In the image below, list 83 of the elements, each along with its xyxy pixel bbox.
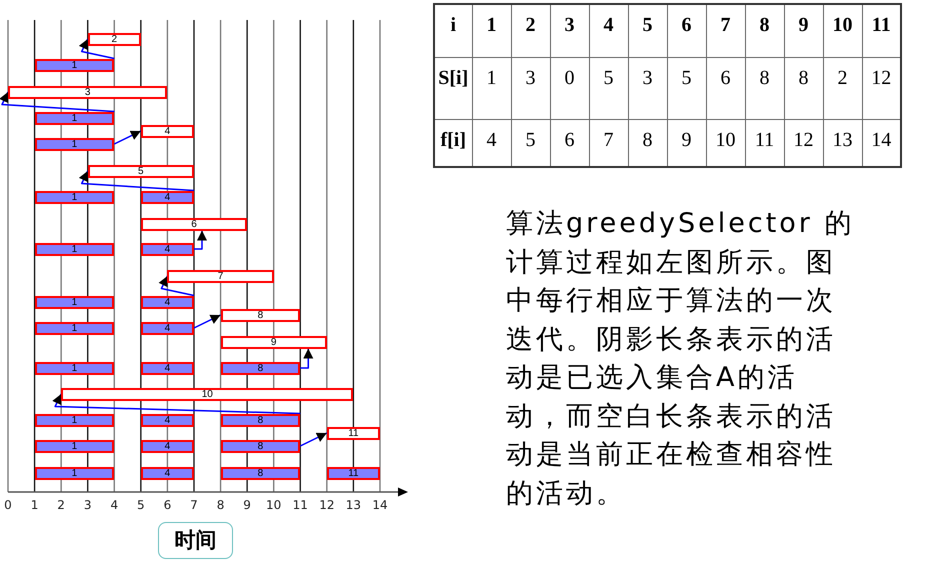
table-cell: 6 [706, 57, 745, 119]
axis-tick-label: 5 [136, 498, 146, 512]
axis-title-box: 时间 [158, 522, 233, 559]
shaded-activity-bar: 4 [140, 440, 194, 452]
blank-activity-bar: 2 [88, 32, 141, 46]
axis-tick-label: 8 [216, 498, 226, 512]
table-cell: 2 [823, 57, 862, 119]
axis-tick-label: 4 [109, 498, 120, 512]
shaded-activity-bar: 8 [220, 440, 300, 452]
axis-tick-label: 13 [344, 498, 362, 512]
table-row-header: S[i] [434, 57, 472, 119]
shaded-activity-bar: 1 [34, 466, 114, 480]
shaded-activity-bar: 11 [326, 466, 380, 480]
shaded-activity-bar: 1 [34, 440, 114, 452]
blank-activity-bar: 7 [167, 270, 274, 282]
blank-activity-bar: 11 [326, 426, 380, 440]
shaded-activity-bar: 8 [220, 414, 300, 426]
arrow [52, 394, 300, 414]
shaded-activity-bar: 1 [34, 112, 114, 124]
blank-activity-bar: 9 [220, 336, 327, 348]
table-cell: 3 [628, 57, 667, 119]
blank-activity-bar: 4 [140, 124, 194, 138]
table-cell: 8 [784, 57, 823, 119]
axis-tick-label: 0 [3, 498, 13, 512]
shaded-activity-bar: 4 [140, 296, 194, 308]
arrow [300, 348, 314, 369]
blank-activity-bar: 8 [220, 308, 300, 322]
arrow [194, 230, 207, 250]
table-cell: 3 [511, 57, 550, 119]
table-header-cell: 6 [667, 4, 706, 57]
blank-activity-bar: 3 [8, 86, 168, 98]
table-header-cell: 2 [511, 4, 550, 57]
table-header-cell: 1 [472, 4, 511, 57]
blank-activity-bar: 5 [88, 164, 194, 178]
axis-tick-label: 12 [318, 498, 336, 512]
shaded-activity-bar: 1 [34, 138, 114, 150]
shaded-activity-bar: 1 [34, 242, 114, 256]
axis-tick-label: 7 [189, 498, 199, 512]
table-header-cell: 3 [550, 4, 589, 57]
shaded-activity-bar: 1 [34, 296, 114, 308]
arrow [158, 276, 194, 296]
axis-tick-label: 11 [292, 498, 309, 512]
shaded-activity-bar: 4 [140, 242, 194, 256]
table-header-cell: 10 [823, 4, 862, 57]
axis-tick-label: 14 [371, 498, 389, 512]
table-header-cell: 7 [706, 4, 745, 57]
shaded-activity-bar: 1 [34, 362, 114, 374]
axis-tick-label: 2 [56, 498, 66, 512]
shaded-activity-bar: 4 [140, 322, 194, 334]
axis-tick-label: 10 [265, 498, 282, 512]
axis-tick-label: 1 [30, 498, 40, 512]
table-header-cell: i [434, 4, 472, 57]
table-header-cell: 9 [784, 4, 823, 57]
table-cell: 8 [745, 57, 784, 119]
axis-tick-label: 3 [82, 498, 93, 512]
arrow [114, 130, 142, 145]
shaded-activity-bar: 1 [34, 58, 114, 72]
axis-tick-label: 9 [242, 498, 252, 512]
arrow [300, 432, 328, 447]
shaded-activity-bar: 1 [34, 190, 114, 204]
table-cell: 0 [550, 57, 589, 119]
shaded-activity-bar: 1 [34, 414, 114, 426]
shaded-activity-bar: 8 [220, 466, 300, 480]
arrow [78, 170, 194, 192]
blank-activity-bar: 10 [61, 388, 354, 400]
table-header-cell: 4 [589, 4, 628, 57]
blank-activity-bar: 6 [140, 218, 248, 230]
shaded-activity-bar: 4 [140, 190, 194, 204]
arrow [194, 314, 221, 329]
shaded-activity-bar: 1 [34, 322, 114, 334]
table-cell: 5 [589, 57, 628, 119]
table-cell: 5 [667, 57, 706, 119]
table-header-cell: 8 [745, 4, 784, 57]
shaded-activity-bar: 8 [220, 362, 300, 374]
axis-tick-label: 6 [162, 498, 172, 512]
arrow [0, 92, 114, 112]
table-header-cell: 5 [628, 4, 667, 57]
shaded-activity-bar: 4 [140, 414, 194, 426]
shaded-activity-bar: 4 [140, 362, 194, 374]
table-cell: 1 [472, 57, 511, 119]
description-text: 算法greedySelector 的计算过程如左图所示。图中每行相应于算法的一次迭代。阴影长条表示的活动是已选入集合A的活动，而空白长条表示的活动是当前正在检查相容性的活动。 [506, 207, 856, 510]
shaded-activity-bar: 4 [140, 466, 194, 480]
arrow [78, 38, 114, 60]
